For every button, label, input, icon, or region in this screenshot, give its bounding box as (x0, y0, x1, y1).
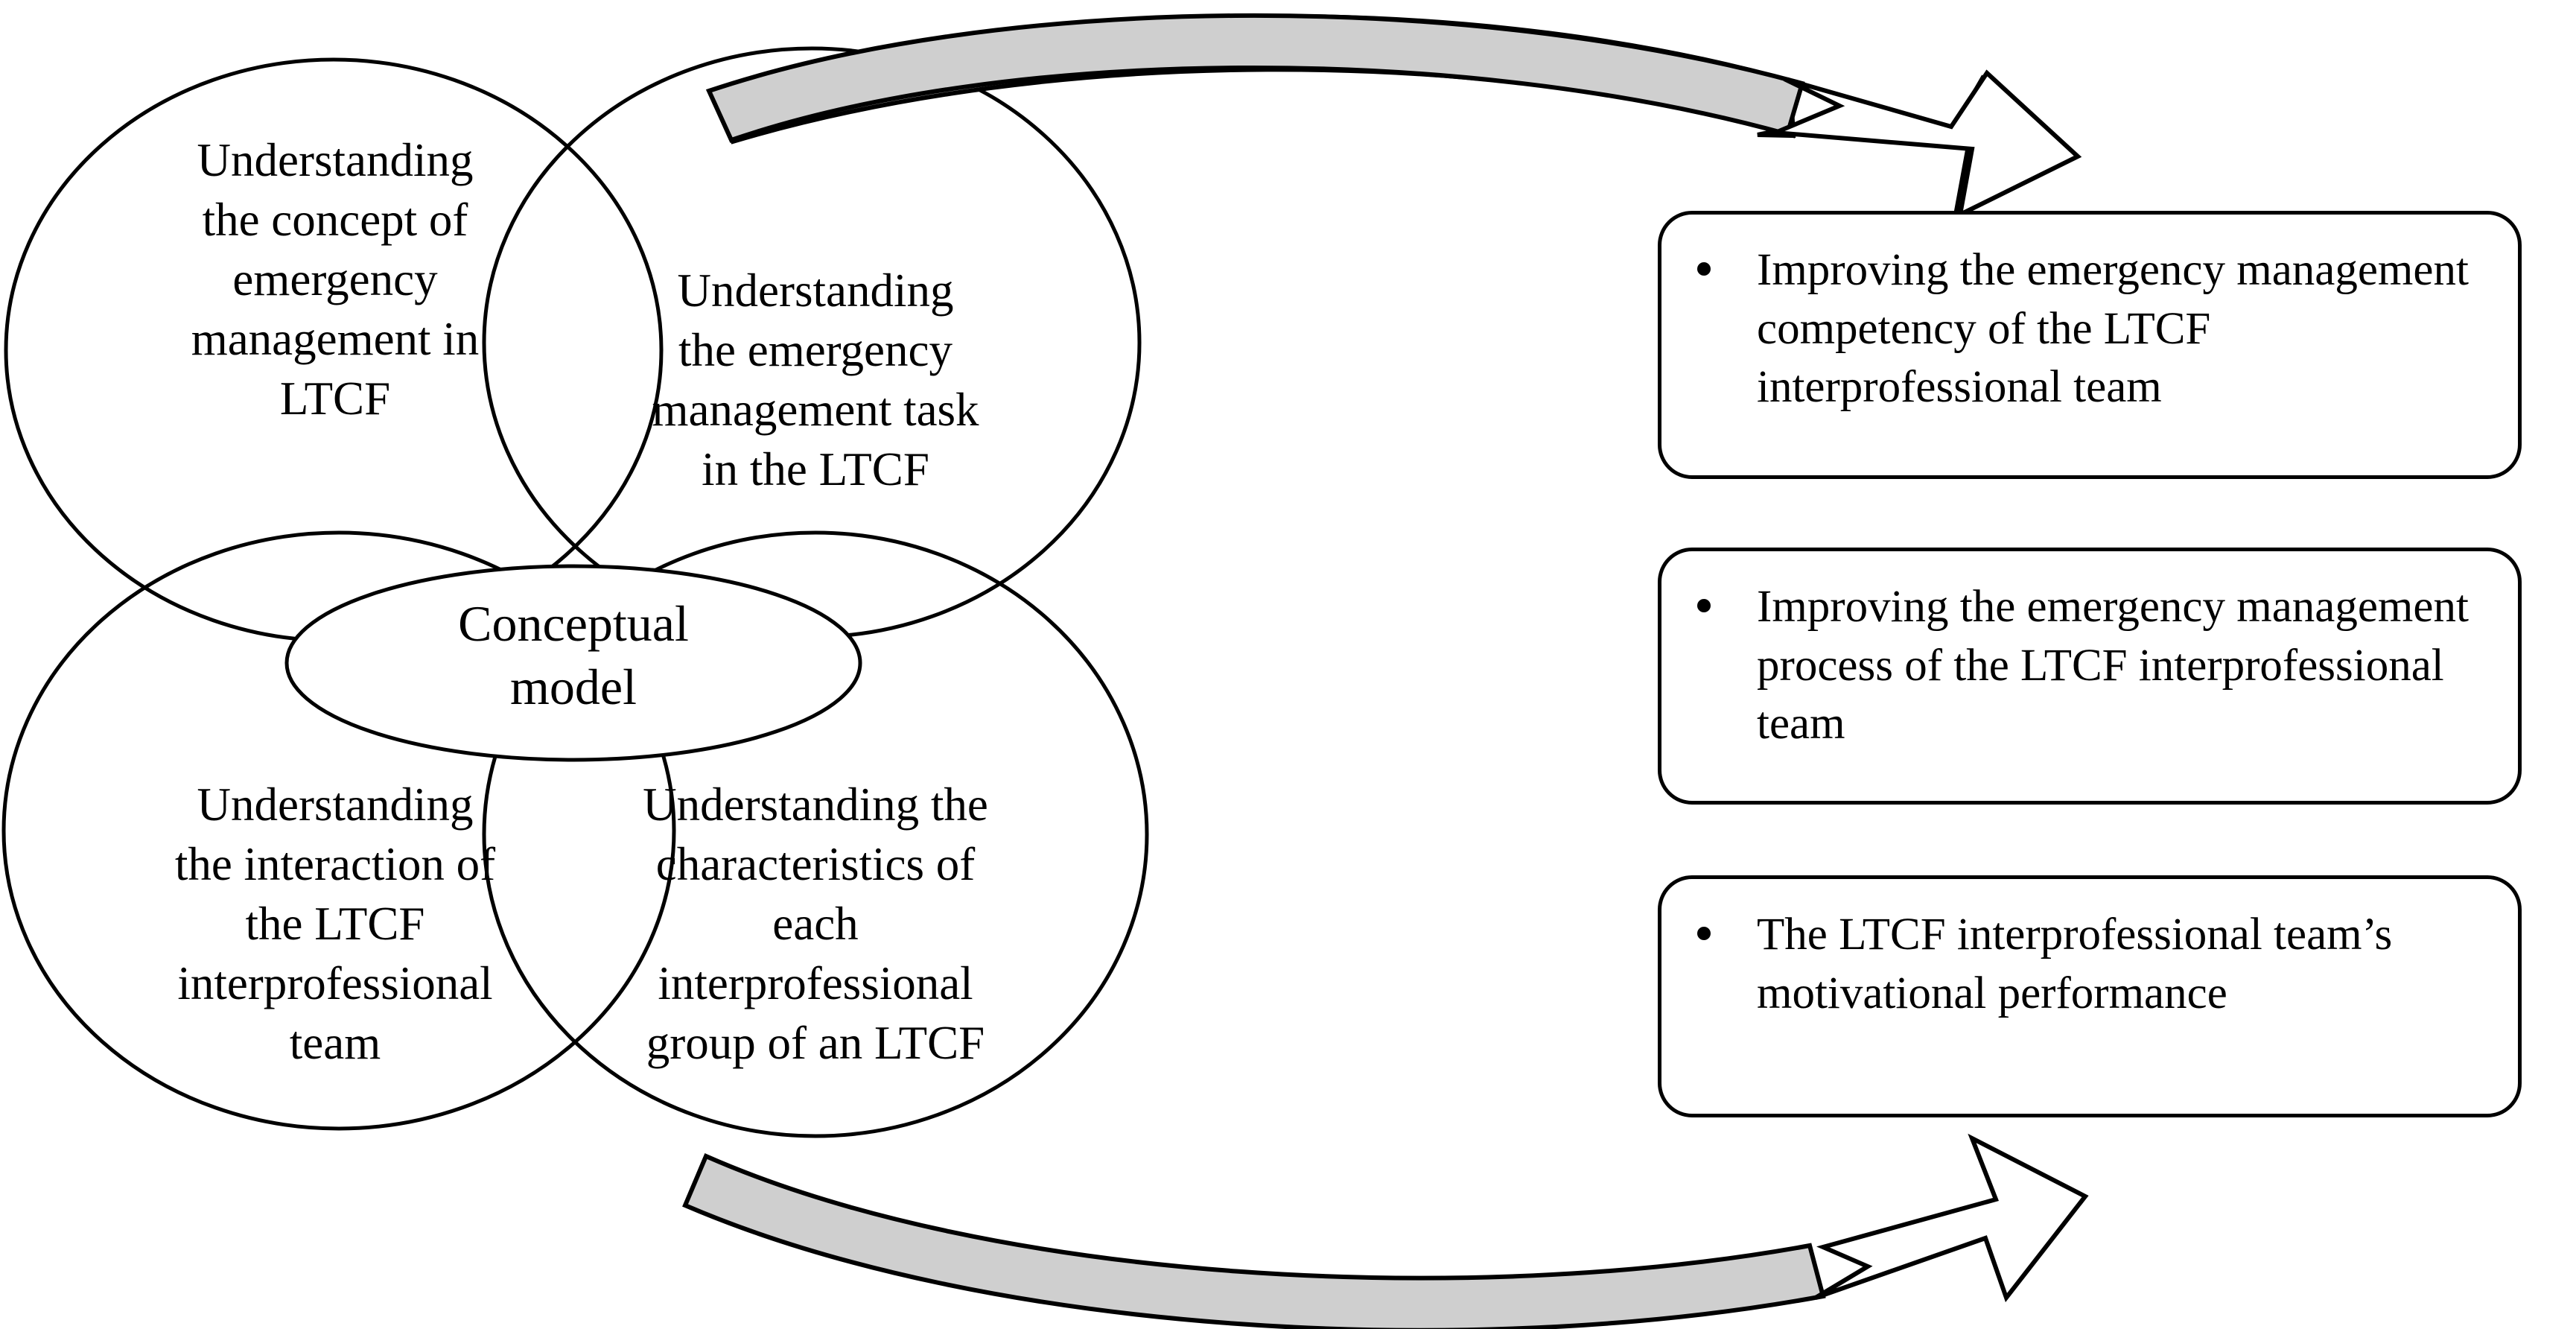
petal-ellipse-characteristics[interactable] (482, 530, 1149, 1138)
petal-ellipse-interaction[interactable] (1, 530, 676, 1131)
outcome-text-process: Improving the emergency management proce… (1757, 582, 2469, 749)
bottom-arrow-assembly (682, 1133, 2089, 1329)
bullet-icon (1697, 927, 1711, 940)
outcome-box-competency[interactable]: Improving the emergency management compe… (1658, 211, 2522, 479)
outcome-box-process[interactable]: Improving the emergency management proce… (1658, 548, 2522, 805)
bullet-icon (1697, 262, 1711, 276)
outcome-text-motivation: The LTCF interprofessional team’s motiva… (1757, 910, 2393, 1018)
center-label-conceptual-model: Conceptual model (458, 595, 689, 715)
outcome-text-competency: Improving the emergency management compe… (1757, 245, 2469, 413)
center-ellipse-conceptual-model[interactable] (284, 564, 862, 762)
bullet-icon (1697, 599, 1711, 612)
outcome-box-motivation[interactable]: The LTCF interprofessional team’s motiva… (1658, 875, 2522, 1117)
top-arrow-assembly (705, 13, 2082, 219)
